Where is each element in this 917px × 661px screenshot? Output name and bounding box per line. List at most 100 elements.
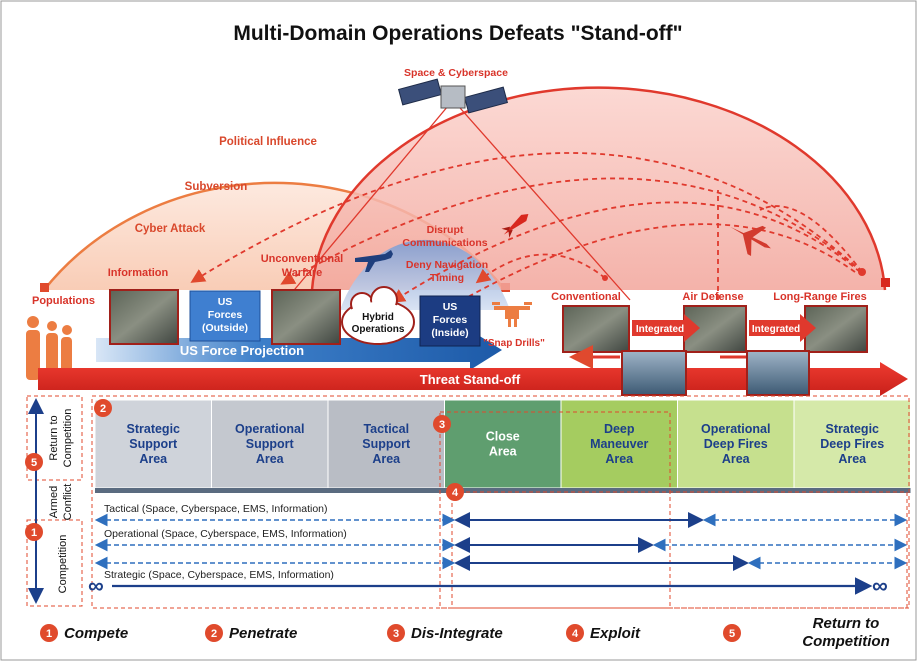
- area-cell: [211, 399, 329, 489]
- area-label: Area: [838, 452, 867, 466]
- area-cell: [560, 399, 678, 489]
- svg-text:1: 1: [46, 628, 52, 640]
- area-label: Maneuver: [590, 437, 648, 451]
- svg-text:1: 1: [31, 527, 37, 539]
- us-forces-outside-box: [189, 290, 261, 342]
- area-cell: [444, 399, 562, 489]
- legend-item-disintegrate: 3 Dis-Integrate: [387, 624, 503, 642]
- area-label: Support: [246, 437, 295, 451]
- area-label: Tactical: [363, 422, 409, 436]
- us-forces-outside-line3: (Outside): [202, 322, 248, 334]
- conventional-label: Conventional: [551, 291, 621, 303]
- domain-arrows: [94, 512, 908, 595]
- us-forces-outside-line2: Forces: [208, 309, 243, 321]
- svg-text:3: 3: [393, 628, 399, 640]
- hybrid-operations-cloud: [341, 286, 415, 345]
- threat-origin-dot: [602, 275, 608, 281]
- threat-dashed-arcs: [190, 152, 863, 313]
- air-defense-label: Air Defense: [682, 291, 743, 303]
- warfare-label: Warfare: [282, 267, 323, 279]
- legend-item-return: 5 Return to Competition: [723, 615, 890, 650]
- us-forces-inside-box: [419, 295, 481, 347]
- svg-text:Exploit: Exploit: [590, 625, 641, 642]
- svg-text:5: 5: [729, 628, 735, 640]
- legend: 1 Compete 2 Penetrate 3 Dis-Integrate 4 …: [40, 615, 890, 650]
- conventional-photo: [562, 305, 630, 353]
- communications-label: Communications: [402, 237, 487, 249]
- area-label: Area: [139, 452, 168, 466]
- area-label: Operational: [235, 422, 304, 436]
- competition-label-top: Competition: [62, 409, 74, 468]
- threat-standoff-label: Threat Stand-off: [420, 372, 521, 387]
- long-range-fires-label: Long-Range Fires: [773, 291, 867, 303]
- threat-origin-dot: [858, 268, 866, 276]
- svg-text:5: 5: [31, 457, 37, 469]
- satellite-icon: [289, 78, 631, 301]
- area-columns: StrategicSupportAreaOperationalSupportAr…: [94, 399, 911, 493]
- area-label: Deep: [604, 422, 635, 436]
- svg-text:2: 2: [100, 403, 106, 415]
- hybrid-line1: Hybrid: [362, 312, 394, 323]
- area-cell: [677, 399, 795, 489]
- unconventional-label: Unconventional: [261, 253, 344, 265]
- svg-text:Return to: Return to: [813, 615, 880, 632]
- svg-text:4: 4: [572, 628, 579, 640]
- us-force-projection-label: US Force Projection: [180, 343, 304, 358]
- naval-photo-1: [621, 350, 687, 396]
- svg-text:Competition: Competition: [802, 633, 890, 650]
- unconventional-warfare-photo: [271, 289, 341, 345]
- threat-bomber-icon: [730, 225, 771, 256]
- space-cyberspace-label: Space & Cyberspace: [404, 67, 508, 79]
- naval-photo-2: [746, 350, 810, 396]
- badge-3: 3: [433, 415, 451, 433]
- threat-dome: [312, 87, 885, 291]
- populations-label: Populations: [32, 295, 95, 307]
- tactical-line-label: Tactical (Space, Cyberspace, EMS, Inform…: [104, 503, 328, 515]
- us-aircraft-icon: [355, 250, 393, 272]
- us-forces-inside-line3: (Inside): [431, 327, 468, 339]
- svg-text:2: 2: [211, 628, 217, 640]
- us-forces-inside-line2: Forces: [433, 314, 468, 326]
- information-label: Information: [108, 267, 169, 279]
- badge-5: 5: [25, 453, 43, 471]
- badge-2: 2: [94, 399, 112, 417]
- legend-item-exploit: 4 Exploit: [566, 624, 641, 642]
- area-label: Strategic: [826, 422, 880, 436]
- threat-missile-icon: [501, 214, 529, 238]
- disintegrate-box: [439, 411, 671, 609]
- svg-text:3: 3: [439, 419, 445, 431]
- area-label: Area: [722, 452, 751, 466]
- cyber-attack-label: Cyber Attack: [135, 223, 206, 235]
- area-label: Area: [489, 445, 518, 459]
- infinity-right: ∞: [872, 573, 888, 598]
- legend-item-penetrate: 2 Penetrate: [205, 624, 297, 642]
- area-cell: [793, 399, 911, 489]
- area-label: Deep Fires: [820, 437, 884, 451]
- information-photo: [109, 289, 179, 345]
- svg-text:Dis-Integrate: Dis-Integrate: [411, 625, 503, 642]
- arc-end-marker: [40, 283, 49, 292]
- area-label: Support: [129, 437, 178, 451]
- hybrid-line2: Operations: [352, 324, 405, 335]
- integrated-arrow-1: Integrated: [632, 314, 700, 342]
- threat-arc: [310, 86, 887, 291]
- populations-icon: [26, 316, 72, 380]
- threat-standoff-bar: [38, 362, 908, 396]
- area-label: Strategic: [127, 422, 181, 436]
- area-label: Close: [486, 430, 520, 444]
- svg-text:Compete: Compete: [64, 625, 128, 642]
- armed-label: Armed: [48, 486, 60, 518]
- snap-drills-label: "Snap Drills": [483, 338, 545, 349]
- area-label: Area: [372, 452, 401, 466]
- infinity-left: ∞: [88, 573, 104, 598]
- legend-item-compete: 1 Compete: [40, 624, 128, 642]
- operational-line-label: Operational (Space, Cyberspace, EMS, Inf…: [104, 528, 347, 540]
- page-title: Multi-Domain Operations Defeats "Stand-o…: [233, 22, 682, 45]
